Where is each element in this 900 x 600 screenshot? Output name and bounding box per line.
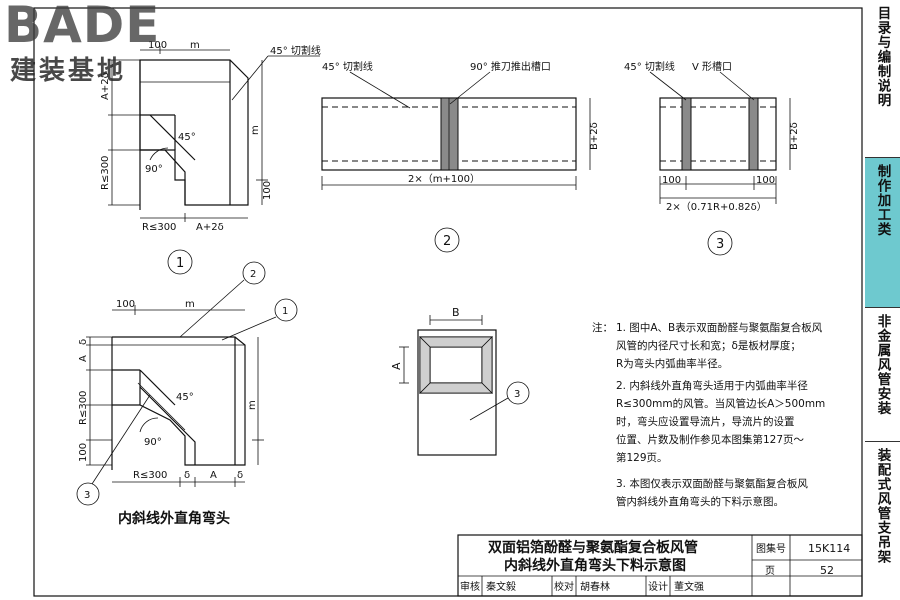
tab-fabrication[interactable]: 制作加工类 (865, 158, 900, 308)
fig3-height-label: B+2δ (789, 122, 800, 150)
designer-name: 董文强 (674, 580, 704, 593)
fig4-dim-delta: δ (78, 339, 89, 345)
fig1-circle (167, 249, 193, 275)
brand-logo: BADE 建装基地 (4, 0, 179, 88)
fig3-number: 3 (716, 237, 724, 252)
brand-logo-cn: 建装基地 (10, 56, 127, 86)
fig1-cut-label: 45° 切割线 (270, 44, 321, 57)
design-label: 设计 (648, 580, 668, 593)
note-line: 2. 内斜线外直角弯头适用于内弧曲率半径 (616, 379, 808, 392)
fig1-dim-100-right: 100 (262, 181, 273, 200)
title-line-2: 内斜线外直角弯头下料示意图 (504, 557, 686, 574)
note-line: 1. 图中A、B表示双面酚醛与聚氨酯复合板风 (616, 321, 823, 334)
fig4-callout-1: 1 (282, 306, 288, 317)
fig4-callout-3: 3 (84, 490, 90, 501)
sheet-frame (33, 7, 863, 597)
brand-logo-text: BADE (4, 0, 161, 54)
fig4-dim-m: m (185, 299, 195, 310)
title-block (457, 534, 863, 597)
fig4-dim-r-bottom: R≤300 (133, 470, 167, 481)
fig1-dim-a2d: A+2δ (100, 72, 111, 100)
fig3-dim-left-100: 100 (662, 175, 681, 186)
figure-1 (108, 46, 320, 222)
fig1-dim-r-bottom: R≤300 (142, 222, 176, 233)
fig4-dim-100: 100 (116, 299, 135, 310)
figure-2 (321, 71, 591, 190)
fig4-angle-90: 90° (144, 437, 162, 448)
fig3-groove-label: V 形槽口 (692, 60, 732, 73)
page-number: 52 (820, 564, 834, 577)
fig1-dim-m-right: m (250, 125, 261, 135)
tab-contents-label: 目录与编制说明 (874, 6, 891, 108)
figure-3 (649, 71, 791, 204)
fig5-dim-a: A (390, 362, 403, 370)
fig1-angle-90: 90° (145, 164, 163, 175)
fig2-height-label: B+2δ (589, 122, 600, 150)
fig2-groove-label: 90° 推刀推出槽口 (470, 60, 551, 73)
note-line: 风管的内径尺寸长和宽；δ是板材厚度； (616, 339, 801, 352)
fig4-dim-r300: R≤300 (78, 391, 89, 425)
atlas-number: 15K114 (808, 542, 850, 555)
fig1-number: 1 (176, 256, 184, 271)
fig1-dim-100: 100 (148, 40, 167, 51)
review-label: 审核 (460, 580, 480, 593)
tab-support-hangers-label: 装配式风管支吊架 (874, 448, 891, 564)
reviewer-name: 秦文毅 (486, 580, 516, 593)
fig3-dim-right-100: 100 (756, 175, 775, 186)
notes: 注： 1. 图中A、B表示双面酚醛与聚氨酯复合板风 风管的内径尺寸长和宽；δ是板… (592, 321, 825, 508)
note-line: 位置、片数及制作参见本图集第127页～ (616, 433, 805, 446)
note-line: 管内斜线外直角弯头的下料示意图。 (616, 495, 784, 508)
fig4-dim-a: A (78, 355, 89, 362)
fig4-dim-d1: δ (184, 470, 190, 481)
checker-name: 胡春林 (580, 580, 610, 593)
title-line-1: 双面铝箔酚醛与聚氨酯复合板风管 (488, 539, 698, 556)
tab-nonmetal-install[interactable]: 非金属风管安装 (865, 308, 900, 442)
fig4-title: 内斜线外直角弯头 (118, 510, 230, 527)
tab-nonmetal-install-label: 非金属风管安装 (874, 314, 891, 416)
fig1-dim-a-bottom: A+2δ (196, 222, 224, 233)
figure-4 (76, 261, 298, 506)
fig4-callout-2: 2 (250, 269, 256, 280)
tab-support-hangers[interactable]: 装配式风管支吊架 (865, 442, 900, 600)
note-line: R≤300mm的风管。当风管边长A＞500mm (616, 397, 825, 410)
note-line: 第129页。 (616, 451, 668, 464)
note-line: R为弯头内弧曲率半径。 (616, 357, 728, 370)
atlas-label: 图集号 (756, 542, 786, 555)
figure-5 (399, 315, 530, 456)
page-label: 页 (765, 565, 775, 577)
fig4-dim-d2: δ (237, 470, 243, 481)
fig4-dim-100-left: 100 (78, 443, 89, 462)
fig3-circle (707, 230, 733, 256)
fig3-width-label: 2×（0.71R+0.82δ） (666, 201, 767, 213)
fig2-width-label: 2×（m+100） (408, 173, 480, 185)
note-line: 时，弯头应设置导流片，导流片的设置 (616, 415, 795, 428)
fig2-circle (434, 227, 460, 253)
fig4-dim-m-right: m (247, 400, 258, 410)
note-line: 3. 本图仅表示双面酚醛与聚氨酯复合板风 (616, 477, 808, 490)
fig5-callout-3: 3 (514, 389, 520, 400)
fig4-angle-45: 45° (176, 392, 194, 403)
fig2-number: 2 (443, 234, 451, 249)
fig1-angle-45: 45° (178, 132, 196, 143)
fig3-cut-label: 45° 切割线 (624, 60, 675, 73)
fig1-dim-r300: R≤300 (100, 156, 111, 190)
fig4-dim-a-bottom: A (210, 470, 217, 481)
fig5-dim-b: B (452, 306, 460, 319)
check-label: 校对 (554, 580, 574, 593)
tab-contents[interactable]: 目录与编制说明 (865, 0, 900, 158)
tab-fabrication-label: 制作加工类 (874, 164, 891, 237)
fig2-cut-label: 45° 切割线 (322, 60, 373, 73)
fig1-dim-m: m (190, 40, 200, 51)
notes-heading: 注： (592, 321, 613, 334)
